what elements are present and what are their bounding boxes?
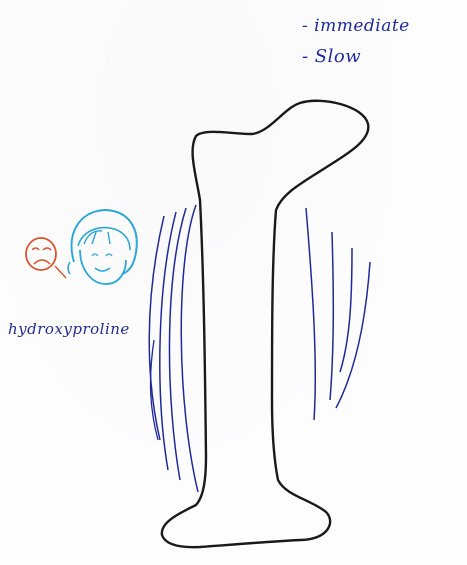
motion-line [336, 262, 370, 408]
note-immediate: - immediate [302, 16, 410, 36]
motion-line [306, 208, 315, 420]
motion-line [330, 232, 333, 400]
motion-line [181, 205, 198, 492]
motion-line [340, 248, 352, 372]
happy-person-face-icon [68, 210, 137, 284]
sad-face-icon [26, 238, 66, 278]
leg-outline-icon [162, 101, 368, 547]
motion-line [169, 208, 186, 480]
note-slow: - Slow [302, 46, 361, 67]
label-hydroxyproline: hydroxyproline [8, 320, 130, 338]
